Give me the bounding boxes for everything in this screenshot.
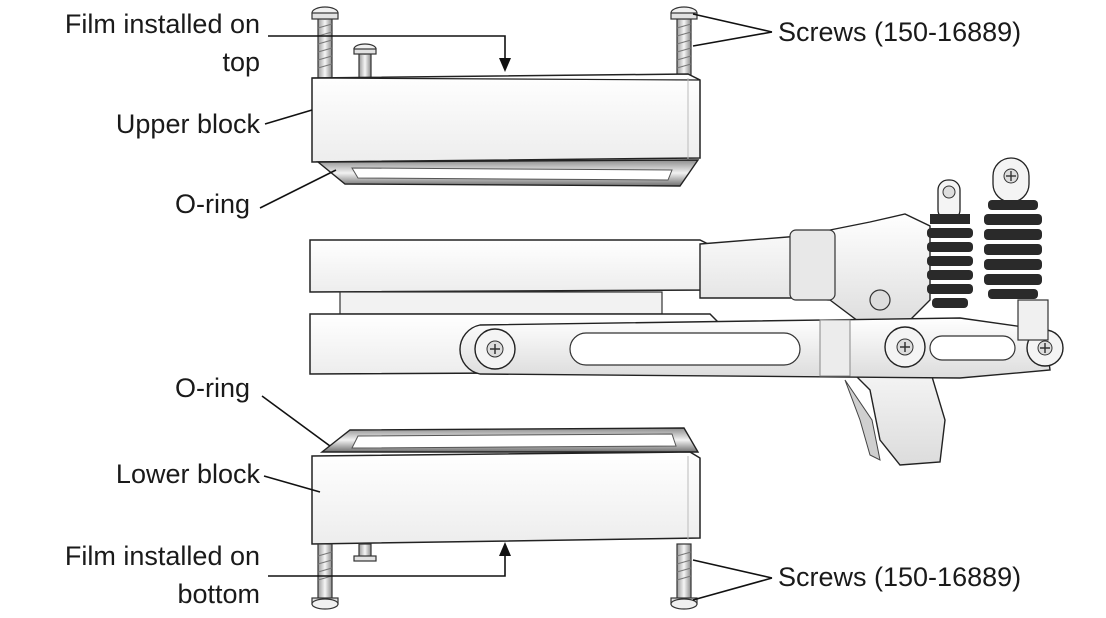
- label-o-ring-top: O-ring: [174, 189, 250, 219]
- arrowhead-film-top: [499, 58, 511, 72]
- leader-o-ring-top: [259, 169, 337, 209]
- leader-film-top: [268, 35, 506, 62]
- leader-screws-bottom-b: [692, 577, 773, 601]
- label-film-top-line2: top: [222, 47, 260, 77]
- lower-left-screw: [311, 543, 339, 610]
- lower-block: [311, 451, 701, 545]
- label-screws-bottom: Screws (150-16889): [778, 562, 1022, 592]
- clamp-assembly: [309, 213, 1064, 466]
- label-upper-block: Upper block: [115, 109, 260, 139]
- leader-screws-bottom-a: [692, 559, 773, 579]
- leader-lower-block: [263, 475, 321, 493]
- lower-right-screw: [670, 543, 698, 610]
- arrowhead-film-bottom: [499, 542, 511, 556]
- label-screws-top: Screws (150-16889): [778, 17, 1022, 47]
- label-lower-block: Lower block: [115, 459, 260, 489]
- label-o-ring-bottom: O-ring: [174, 373, 250, 403]
- leader-upper-block: [264, 109, 313, 125]
- spring-left: [927, 179, 973, 308]
- leader-screws-top-b: [692, 31, 773, 47]
- label-film-top-line1: Film installed on: [64, 9, 260, 39]
- upper-right-screw: [670, 6, 698, 79]
- upper-left-screw: [311, 6, 339, 79]
- upper-block: [311, 73, 701, 163]
- label-film-bottom-line1: Film installed on: [64, 541, 260, 571]
- lower-alignment-pin: [353, 543, 377, 562]
- lower-o-ring: [319, 427, 700, 453]
- leader-o-ring-bottom: [261, 395, 331, 447]
- label-film-bottom-line2: bottom: [177, 579, 260, 609]
- spring-right: [984, 157, 1049, 341]
- upper-alignment-pin: [353, 43, 377, 79]
- leader-film-bottom: [268, 550, 506, 577]
- upper-o-ring: [316, 159, 700, 187]
- leader-screws-top-a: [692, 13, 773, 33]
